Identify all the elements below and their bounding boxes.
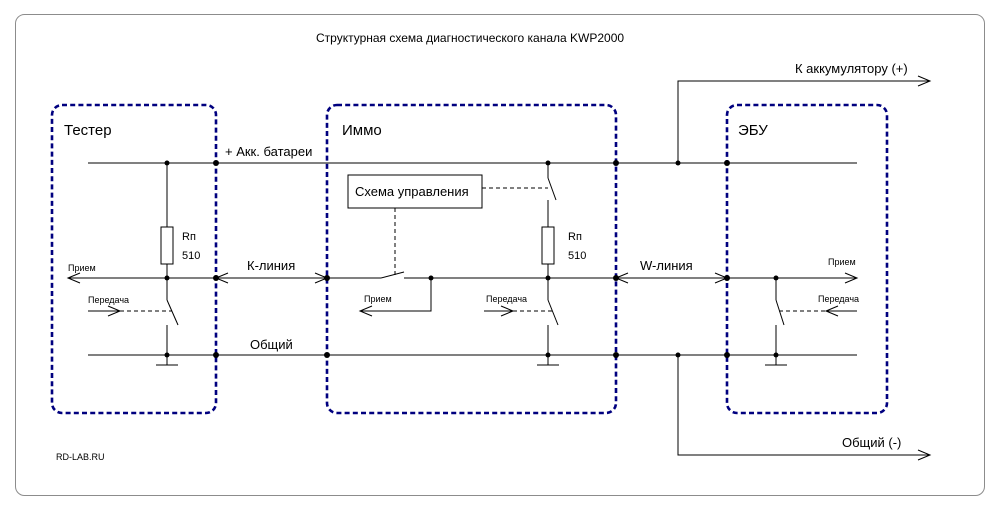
node	[164, 275, 170, 281]
immo-resistor-value: 510	[568, 250, 586, 262]
node	[675, 352, 681, 358]
immo-transmit-label: Передача	[486, 294, 527, 304]
w-line-label: W-линия	[640, 258, 693, 273]
junction-nodes	[164, 160, 779, 358]
ecu-receive-label: Прием	[828, 257, 856, 267]
node	[613, 352, 619, 358]
tester-label: Тестер	[64, 122, 112, 139]
ecu-block	[725, 103, 889, 415]
ecu-transmit-label: Передача	[818, 294, 859, 304]
k-line-label: К-линия	[247, 258, 295, 273]
diagram-title: Структурная схема диагностического канал…	[316, 31, 624, 45]
node	[724, 160, 730, 166]
immo-resistor-name: Rп	[568, 231, 582, 243]
ecu-label: ЭБУ	[738, 122, 768, 139]
node	[773, 275, 779, 281]
node	[213, 275, 219, 281]
common-label: Общий	[250, 337, 293, 352]
node	[428, 275, 434, 281]
to-battery-label: К аккумулятору (+)	[795, 61, 908, 76]
node	[724, 352, 730, 358]
immo-block	[325, 103, 618, 415]
tester-transmit-label: Передача	[88, 295, 129, 305]
node	[724, 275, 730, 281]
tester-resistor	[160, 226, 174, 265]
site-label: RD-LAB.RU	[56, 452, 105, 462]
tester-resistor-name: Rп	[182, 231, 196, 243]
common-minus-label: Общий (-)	[842, 435, 901, 450]
tester-receive-label: Прием	[68, 263, 96, 273]
immo-receive-label: Прием	[364, 294, 392, 304]
diagram-frame	[15, 14, 985, 496]
immo-resistor	[541, 226, 555, 265]
ecu-circuit	[727, 272, 859, 366]
tester-block	[50, 103, 218, 415]
control-circuit-box	[347, 174, 483, 209]
tester-circuit	[66, 163, 216, 366]
node	[545, 275, 551, 281]
node	[324, 275, 330, 281]
control-circuit-label: Схема управления	[355, 184, 469, 199]
node	[613, 160, 619, 166]
node	[213, 160, 219, 166]
node	[545, 352, 551, 358]
node	[213, 352, 219, 358]
node	[545, 160, 551, 166]
node	[164, 160, 170, 166]
node	[675, 160, 681, 166]
node	[613, 275, 619, 281]
tester-resistor-value: 510	[182, 250, 200, 262]
node	[324, 352, 330, 358]
immo-label: Иммо	[342, 122, 382, 139]
node	[773, 352, 779, 358]
immo-circuit	[347, 163, 616, 366]
battery-plus-label: + Акк. батареи	[225, 144, 312, 159]
node	[164, 352, 170, 358]
